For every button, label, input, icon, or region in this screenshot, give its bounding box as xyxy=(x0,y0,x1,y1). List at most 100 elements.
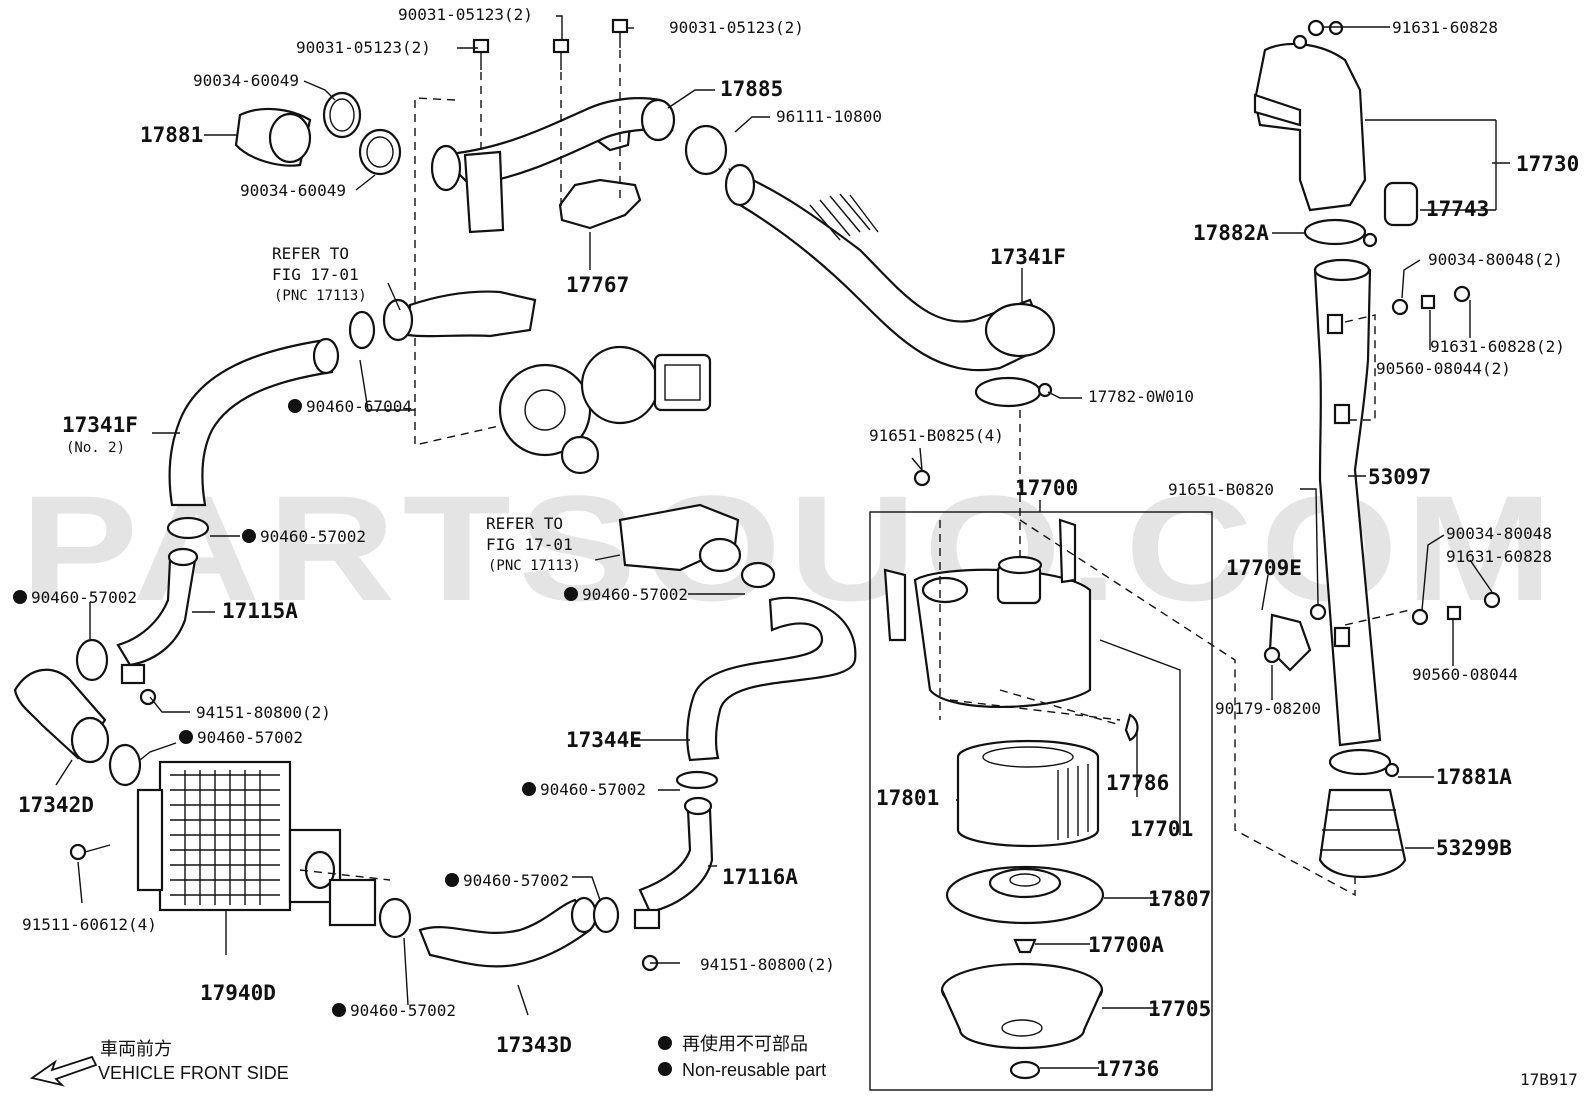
label-91511[interactable]: 91511-60612(4) xyxy=(22,915,157,934)
label-17705[interactable]: 17705 xyxy=(1148,997,1211,1021)
label-90460-57002-e[interactable]: 90460-57002 xyxy=(540,780,646,799)
nonreusable-en: Non-reusable part xyxy=(682,1060,826,1080)
nonreusable-dot xyxy=(179,730,193,744)
label-53299B[interactable]: 53299B xyxy=(1436,836,1512,860)
refer-1-line3: (PNC 17113) xyxy=(274,288,367,304)
nonreusable-dot xyxy=(522,782,536,796)
label-90460-57002-a[interactable]: 90460-57002 xyxy=(260,527,366,546)
clip-17700A xyxy=(1013,938,1037,954)
label-94151-a[interactable]: 94151-80800(2) xyxy=(196,703,331,722)
label-90460-57002-b[interactable]: 90460-57002 xyxy=(582,585,688,604)
nonreusable-dot xyxy=(288,399,302,413)
label-17341F-no2: (No. 2) xyxy=(66,440,125,456)
air-cleaner-housing-17701 xyxy=(883,410,1121,726)
turbo-inlet-pipe-assembly xyxy=(414,18,728,446)
label-17341F-top[interactable]: 17341F xyxy=(990,245,1066,269)
label-17881A[interactable]: 17881A xyxy=(1436,765,1512,789)
hose-17343D xyxy=(378,896,620,968)
label-90034-60049-b[interactable]: 90034-60049 xyxy=(240,181,346,200)
label-17344E[interactable]: 17344E xyxy=(566,728,642,752)
label-17885[interactable]: 17885 xyxy=(720,77,783,101)
label-90560[interactable]: 90560-08044 xyxy=(1412,665,1518,684)
hose-17342D xyxy=(13,668,142,787)
label-90460-67004[interactable]: 90460-67004 xyxy=(306,397,412,416)
intercooler-17940D xyxy=(136,760,391,927)
air-cleaner-frame xyxy=(869,500,1213,1091)
nonreusable-dot xyxy=(658,1062,672,1076)
label-91631-top[interactable]: 91631-60828 xyxy=(1392,18,1498,37)
label-17701[interactable]: 17701 xyxy=(1130,817,1193,841)
label-17801[interactable]: 17801 xyxy=(876,786,939,810)
label-94151-b[interactable]: 94151-80800(2) xyxy=(700,955,835,974)
direction-legend: 車両前方 VEHICLE FRONT SIDE xyxy=(29,1039,289,1087)
bolt-icon xyxy=(472,38,490,70)
label-17786[interactable]: 17786 xyxy=(1106,771,1169,795)
bolt-icon xyxy=(611,18,629,48)
label-91651-b0820[interactable]: 91651-B0820 xyxy=(1168,480,1274,499)
label-17115A[interactable]: 17115A xyxy=(222,599,298,623)
label-90034-80048[interactable]: 90034-80048 xyxy=(1446,524,1552,543)
elbow-refer-fig xyxy=(618,503,776,589)
nonreusable-dot xyxy=(13,590,27,604)
refer-2-line3: (PNC 17113) xyxy=(488,558,581,574)
label-91651-4[interactable]: 91651-B0825(4) xyxy=(869,426,1004,445)
label-17940D[interactable]: 17940D xyxy=(200,981,276,1005)
bolt-icon xyxy=(1483,591,1501,609)
boot-53299B xyxy=(1318,788,1407,879)
label-17343D[interactable]: 17343D xyxy=(496,1033,572,1057)
bolt-icon xyxy=(552,38,570,70)
label-90460-57002-c[interactable]: 90460-57002 xyxy=(31,588,137,607)
nonreusable-dot xyxy=(242,529,256,543)
label-90031-a[interactable]: 90031-05123(2) xyxy=(398,5,533,24)
label-17116A[interactable]: 17116A xyxy=(722,865,798,889)
label-17700A[interactable]: 17700A xyxy=(1088,933,1164,957)
clamp-17881A xyxy=(1328,748,1400,778)
label-90034-80048-2[interactable]: 90034-80048(2) xyxy=(1428,250,1563,269)
label-91631-2[interactable]: 91631-60828(2) xyxy=(1430,337,1565,356)
label-17341F-left[interactable]: 17341F xyxy=(62,413,138,437)
front-arrow-icon xyxy=(29,1055,98,1087)
clamp-17882A xyxy=(1303,218,1378,248)
bolt-91511-icon xyxy=(69,843,111,861)
label-91631-60828[interactable]: 91631-60828 xyxy=(1446,547,1552,566)
nut-icon xyxy=(1391,298,1409,316)
label-96111[interactable]: 96111-10800 xyxy=(776,107,882,126)
label-90031-b[interactable]: 90031-05123(2) xyxy=(669,18,804,37)
washer-icon xyxy=(1420,294,1436,310)
clamp-17115A-lower xyxy=(75,638,109,682)
label-53097[interactable]: 53097 xyxy=(1368,465,1431,489)
label-17881[interactable]: 17881 xyxy=(140,123,203,147)
callout-labels: 90031-05123(2) 90031-05123(2) 90031-0512… xyxy=(13,5,1579,1081)
nonreusable-jp: 再使用不可部品 xyxy=(682,1034,808,1054)
label-17736[interactable]: 17736 xyxy=(1096,1057,1159,1081)
nonreusable-dot xyxy=(332,1003,346,1017)
label-90560-2[interactable]: 90560-08044(2) xyxy=(1376,359,1511,378)
label-17342D[interactable]: 17342D xyxy=(18,793,94,817)
clip-17786 xyxy=(1124,713,1139,742)
turbocharger xyxy=(348,290,712,475)
label-17882A[interactable]: 17882A xyxy=(1193,221,1269,245)
label-90179[interactable]: 90179-08200 xyxy=(1215,699,1321,718)
label-17709E[interactable]: 17709E xyxy=(1226,556,1302,580)
direction-jp: 車両前方 xyxy=(100,1039,172,1059)
label-90460-57002-d[interactable]: 90460-57002 xyxy=(197,728,303,747)
label-17767[interactable]: 17767 xyxy=(566,273,629,297)
direction-en: VEHICLE FRONT SIDE xyxy=(98,1063,289,1083)
hose-17341F-no2 xyxy=(166,337,340,540)
label-17700[interactable]: 17700 xyxy=(1015,476,1078,500)
label-17730[interactable]: 17730 xyxy=(1516,152,1579,176)
refer-1-line1: REFER TO xyxy=(272,244,349,263)
refer-2-line2: FIG 17-01 xyxy=(486,535,573,554)
nonreusable-dot xyxy=(564,587,578,601)
label-90031-c[interactable]: 90031-05123(2) xyxy=(296,38,431,57)
hose-17115A xyxy=(116,547,199,706)
label-90460-57002-f[interactable]: 90460-57002 xyxy=(463,871,569,890)
label-90460-57002-g[interactable]: 90460-57002 xyxy=(350,1001,456,1020)
label-17743[interactable]: 17743 xyxy=(1426,197,1489,221)
label-17807[interactable]: 17807 xyxy=(1148,887,1211,911)
label-90034-60049-a[interactable]: 90034-60049 xyxy=(193,71,299,90)
hose-17116A xyxy=(633,770,719,972)
label-17782[interactable]: 17782-0W010 xyxy=(1088,387,1194,406)
refer-1-line2: FIG 17-01 xyxy=(272,265,359,284)
hose-17881 xyxy=(234,107,312,167)
